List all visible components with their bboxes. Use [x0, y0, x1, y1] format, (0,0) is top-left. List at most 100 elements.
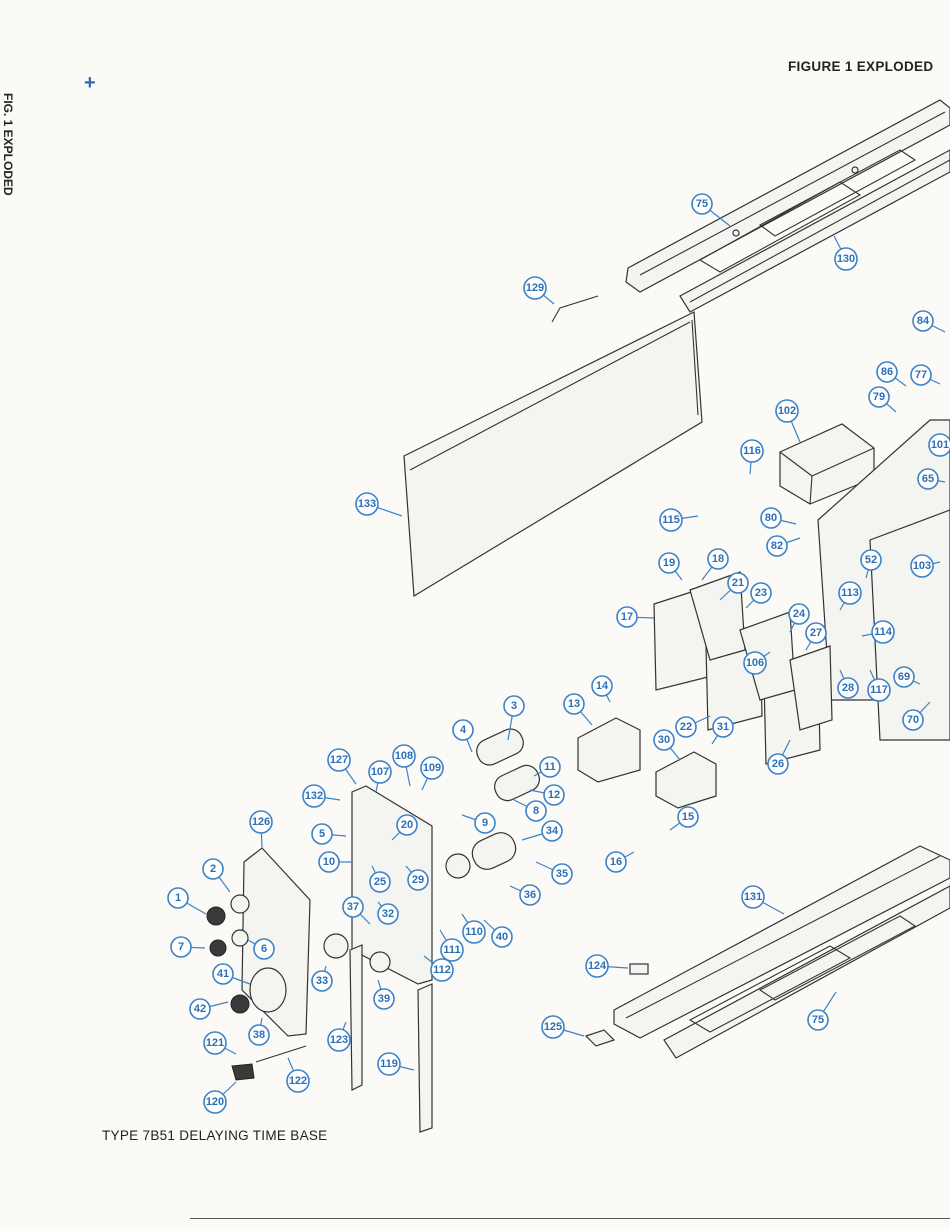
- callout-number: 101: [931, 439, 949, 451]
- callout-33: 33: [311, 970, 333, 992]
- callout-126: 126: [249, 810, 273, 834]
- callout-103: 103: [910, 554, 934, 578]
- callout-35: 35: [551, 863, 573, 885]
- callout-82: 82: [766, 535, 788, 557]
- callout-number: 117: [870, 684, 888, 696]
- callout-6: 6: [253, 938, 275, 960]
- callout-number: 103: [913, 560, 931, 572]
- callout-number: 8: [533, 805, 539, 817]
- callout-number: 82: [771, 540, 783, 552]
- callout-number: 36: [524, 889, 536, 901]
- callout-number: 77: [915, 369, 927, 381]
- callout-52: 52: [860, 549, 882, 571]
- callout-number: 11: [544, 761, 556, 773]
- callout-number: 65: [922, 473, 934, 485]
- callout-27: 27: [805, 622, 827, 644]
- callout-127: 127: [327, 748, 351, 772]
- switch-assemblies: [653, 571, 833, 765]
- bottom-rail: [613, 845, 950, 1059]
- callout-37: 37: [342, 896, 364, 918]
- callout-77: 77: [910, 364, 932, 386]
- cam-120: [231, 1063, 255, 1081]
- callout-number: 52: [865, 554, 877, 566]
- callout-65: 65: [917, 468, 939, 490]
- callout-number: 70: [907, 714, 919, 726]
- callout-number: 119: [380, 1058, 398, 1070]
- callout-15: 15: [677, 806, 699, 828]
- callout-number: 21: [732, 577, 744, 589]
- callout-25: 25: [369, 871, 391, 893]
- callout-number: 38: [253, 1029, 265, 1041]
- detent-strip-2: [349, 944, 363, 1091]
- switch-30: [655, 751, 717, 809]
- callout-number: 121: [206, 1037, 224, 1049]
- callout-number: 69: [898, 671, 910, 683]
- callout-133: 133: [355, 492, 379, 516]
- callout-102: 102: [775, 399, 799, 423]
- callout-80: 80: [760, 507, 782, 529]
- switch-13: [577, 717, 641, 783]
- callout-41: 41: [212, 963, 234, 985]
- callout-122: 122: [286, 1069, 310, 1093]
- callout-32: 32: [377, 903, 399, 925]
- callout-38: 38: [248, 1024, 270, 1046]
- callout-number: 80: [765, 512, 777, 524]
- detent-strip: [417, 983, 433, 1133]
- callout-number: 132: [305, 790, 323, 802]
- callout-24: 24: [788, 603, 810, 625]
- callout-4: 4: [452, 719, 474, 741]
- callout-36: 36: [519, 884, 541, 906]
- callout-114: 114: [871, 620, 895, 644]
- callout-balloons: 1234567891011121314151617181920212223242…: [167, 193, 950, 1114]
- callout-123: 123: [327, 1028, 351, 1052]
- callout-131: 131: [741, 885, 765, 909]
- callout-116: 116: [740, 439, 764, 463]
- callout-number: 33: [316, 975, 328, 987]
- caption: TYPE 7B51 DELAYING TIME BASE: [102, 1128, 328, 1143]
- callout-107: 107: [368, 760, 392, 784]
- callout-26: 26: [767, 753, 789, 775]
- callout-129: 129: [523, 276, 547, 300]
- callout-30: 30: [653, 729, 675, 751]
- callout-number: 124: [588, 960, 607, 972]
- callout-14: 14: [591, 675, 613, 697]
- callout-number: 34: [546, 825, 559, 837]
- callout-number: 106: [746, 657, 764, 669]
- callout-75: 75: [807, 1009, 829, 1031]
- callout-number: 84: [917, 315, 930, 327]
- control-knobs: [206, 853, 471, 1014]
- callout-number: 30: [658, 734, 670, 746]
- callout-22: 22: [675, 716, 697, 738]
- callout-number: 86: [881, 366, 893, 378]
- callout-28: 28: [837, 677, 859, 699]
- callout-number: 114: [874, 626, 893, 638]
- callout-number: 22: [680, 721, 692, 733]
- clip-125: [584, 1029, 616, 1047]
- callout-21: 21: [727, 572, 749, 594]
- callout-70: 70: [902, 709, 924, 731]
- callout-number: 19: [663, 557, 675, 569]
- callout-number: 75: [696, 198, 708, 210]
- callout-number: 6: [261, 943, 267, 955]
- callout-number: 35: [556, 868, 568, 880]
- callout-120: 120: [203, 1090, 227, 1114]
- callout-110: 110: [462, 920, 486, 944]
- callout-84: 84: [912, 310, 934, 332]
- callout-number: 109: [423, 762, 441, 774]
- callout-3: 3: [503, 695, 525, 717]
- callout-number: 41: [217, 968, 229, 980]
- callout-number: 2: [210, 863, 216, 875]
- callout-number: 25: [374, 876, 386, 888]
- callout-number: 75: [812, 1014, 824, 1026]
- callout-number: 42: [194, 1003, 206, 1015]
- figure-title: FIGURE 1 EXPLODED: [788, 59, 934, 74]
- callout-number: 116: [743, 445, 761, 457]
- callout-number: 110: [465, 926, 483, 938]
- callout-number: 13: [568, 698, 580, 710]
- callout-number: 130: [837, 253, 855, 265]
- callout-number: 23: [755, 587, 767, 599]
- callout-1: 1: [167, 887, 189, 909]
- callout-108: 108: [392, 744, 416, 768]
